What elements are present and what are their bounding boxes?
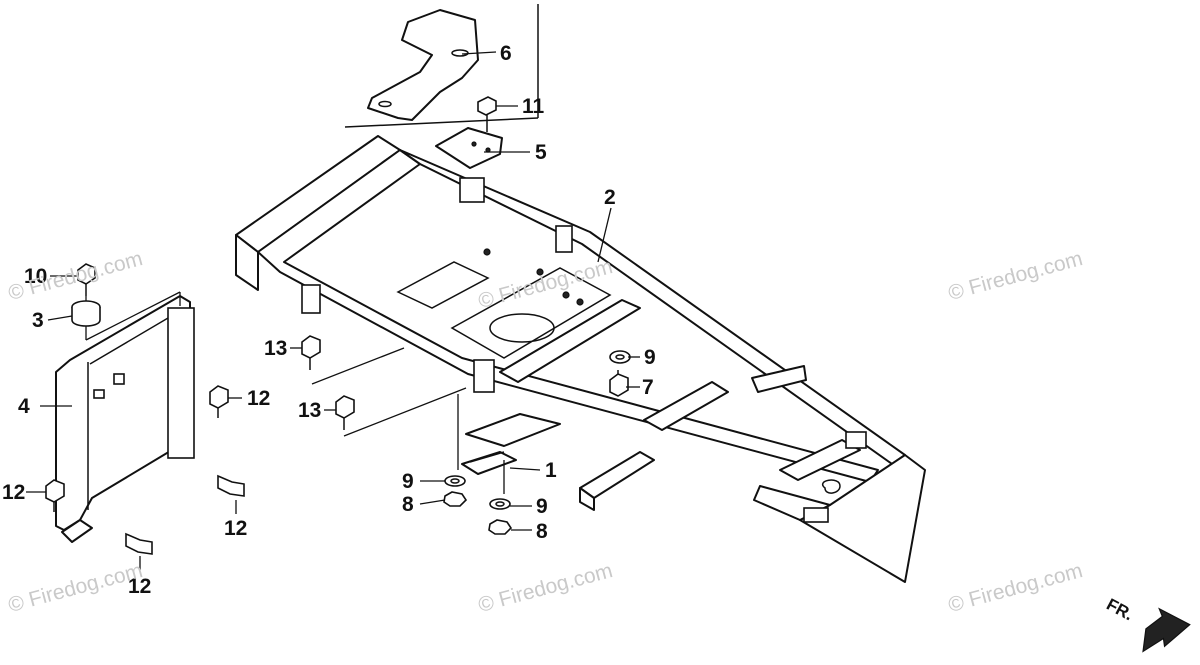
callout-2: 2 (604, 186, 616, 209)
part-9-washer-left (444, 475, 466, 487)
part-13-bolt-a (301, 335, 405, 385)
part-9-washer-upper (609, 350, 631, 364)
callout-10: 10 (24, 265, 48, 288)
part-12-bolt-c (217, 474, 245, 514)
callout-3: 3 (32, 309, 44, 332)
part-3-grommet (71, 300, 101, 327)
part-2-main-frame (235, 135, 926, 583)
callout-8-left: 8 (402, 493, 414, 516)
callout-12-left: 12 (2, 481, 26, 504)
callout-5: 5 (535, 141, 547, 164)
leader-lines (26, 51, 640, 531)
callout-7: 7 (642, 376, 654, 399)
callout-12-bottom: 12 (128, 575, 152, 598)
callout-9-left: 9 (402, 470, 414, 493)
part-9-washer-right (489, 498, 511, 510)
part-10-bolt (77, 263, 96, 296)
callout-12-right: 12 (247, 387, 271, 410)
callout-11: 11 (522, 95, 545, 118)
part-12-bolt-a (209, 385, 229, 418)
part-6-bracket-plate (344, 4, 539, 128)
part-8-nut-right (488, 519, 513, 535)
callout-8-right: 8 (536, 520, 548, 543)
callout-1: 1 (545, 459, 557, 482)
callout-4: 4 (18, 395, 30, 418)
part-5-mount-plate (435, 127, 503, 169)
part-7-bolt (609, 370, 629, 397)
part-11-bolt (477, 96, 497, 132)
part-4-side-bracket (55, 291, 195, 543)
callout-9-right: 9 (536, 495, 548, 518)
part-13-bolt-b (335, 387, 467, 437)
callout-9-upper: 9 (644, 346, 656, 369)
part-1-bushing (461, 451, 517, 475)
front-direction-arrow (1142, 607, 1191, 653)
part-12-bolt-b (45, 479, 65, 512)
callout-12-mid: 12 (224, 517, 248, 540)
callout-6: 6 (500, 42, 512, 65)
callout-13-upper: 13 (264, 337, 288, 360)
part-8-nut-left (443, 491, 468, 507)
callout-13-lower: 13 (298, 399, 322, 422)
part-12-bolt-d (125, 532, 153, 570)
